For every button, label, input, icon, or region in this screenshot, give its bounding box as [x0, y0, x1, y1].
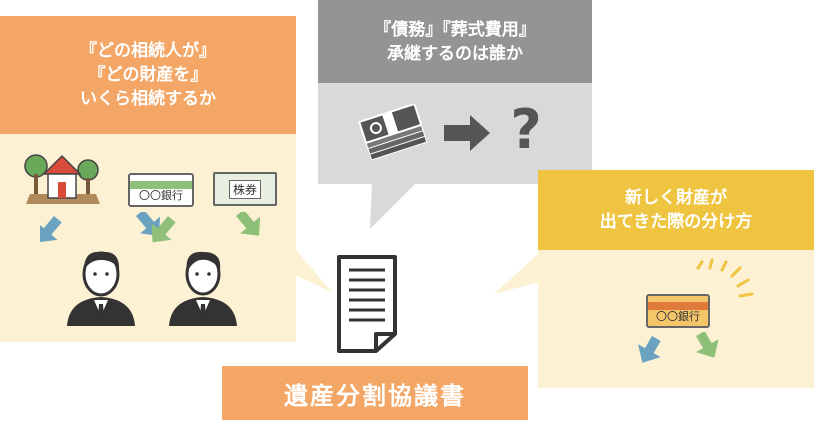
arrow-right-icon [444, 115, 490, 151]
top-title-line-1: 『債務』『葬式費用』 [374, 19, 536, 40]
left-title-line-1: 『どの相続人が』 [80, 41, 216, 61]
right-title-line-1: 新しく財産が [625, 188, 727, 208]
new-bank-card: 〇〇銀行 [646, 294, 710, 328]
left-panel-header: 『どの相続人が』 『どの財産を』 いくら相続するか [0, 16, 296, 134]
heir-person-icon-1 [66, 251, 136, 326]
document-title: 遺産分割協議書 [284, 381, 466, 410]
arrow-down-right-blue-1 [40, 216, 62, 243]
stock-certificate: 株券 [213, 172, 277, 206]
top-title-line-2: 承継するのは誰か [387, 43, 523, 64]
bank-card: 〇〇銀行 [128, 173, 194, 207]
arrows-split [638, 332, 719, 363]
right-title-line-2: 出てきた際の分け方 [599, 212, 753, 232]
new-bank-card-label: 〇〇銀行 [656, 310, 700, 323]
top-panel-title: 『債務』『葬式費用』 承継するのは誰か [374, 18, 536, 66]
right-panel-header: 新しく財産が 出てきた際の分け方 [538, 170, 814, 250]
right-panel-title: 新しく財産が 出てきた際の分け方 [600, 186, 753, 234]
left-title-line-2: 『どの財産を』 [88, 65, 208, 85]
top-panel-tail [370, 183, 416, 229]
right-panel-tail [494, 252, 540, 294]
bank-card-label: 〇〇銀行 [139, 189, 183, 202]
arrow-down-left-green-2 [236, 212, 261, 236]
left-title-line-3: いくら相続するか [80, 89, 216, 109]
arrows-to-heirs [40, 212, 261, 243]
document-icon [337, 255, 397, 353]
left-panel-tail [240, 250, 332, 292]
question-mark: ? [510, 98, 542, 161]
stock-label: 株券 [228, 179, 261, 199]
sparkle-icon [696, 258, 754, 298]
arrow-down-right-green-1 [151, 216, 176, 243]
arrow-down-left-blue [638, 336, 661, 363]
house-icon [24, 154, 100, 204]
document-title-banner: 遺産分割協議書 [222, 366, 528, 420]
heir-person-icon-2 [168, 251, 238, 326]
arrow-down-right-green [696, 332, 719, 358]
money-stack-icon [357, 104, 428, 160]
left-panel-title: 『どの相続人が』 『どの財産を』 いくら相続するか [80, 39, 216, 111]
top-panel-header: 『債務』『葬式費用』 承継するのは誰か [318, 0, 592, 83]
